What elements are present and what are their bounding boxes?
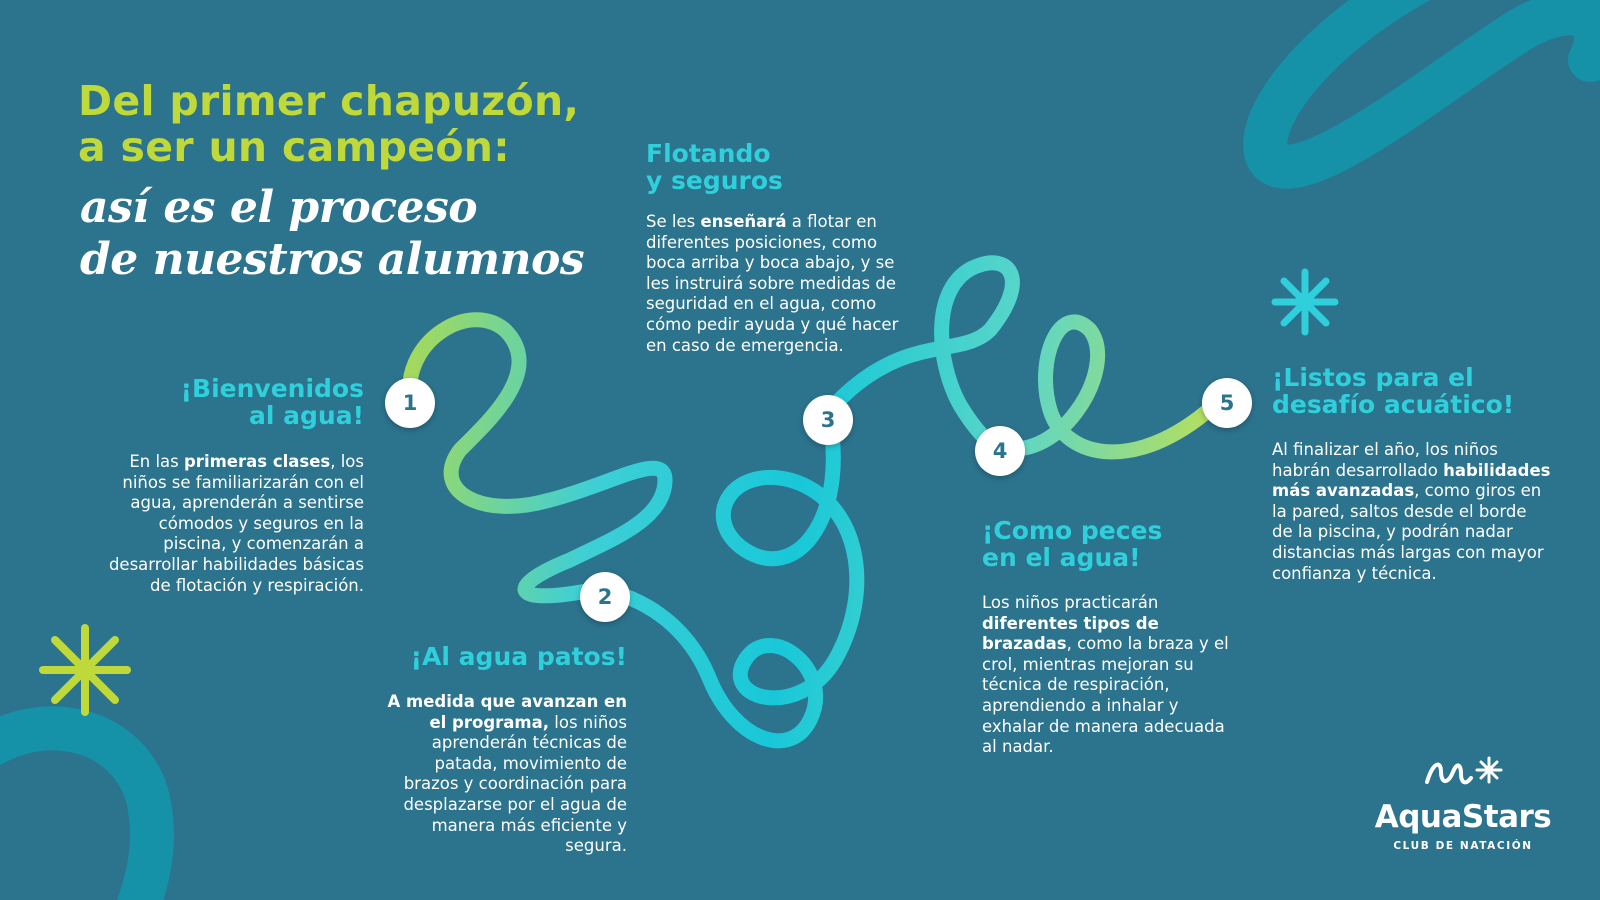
emphasis-text: primeras clases xyxy=(184,452,331,471)
step-4-marker: 4 xyxy=(975,426,1025,476)
logo-subtitle: CLUB DE NATACIÓN xyxy=(1393,840,1533,852)
corner-swirl-top-right xyxy=(1243,0,1600,189)
body-text: los niños aprenderán técnicas de patada,… xyxy=(403,712,627,856)
step-2-heading-line-1: ¡Al agua patos! xyxy=(410,642,627,671)
step-5-heading-line-2: desafío acuático! xyxy=(1272,390,1515,419)
body-text: En las xyxy=(129,452,184,471)
logo-name: AquaStars xyxy=(1374,799,1552,835)
emphasis-text: enseñará xyxy=(700,212,787,231)
step-4-description: Los niños practicarán diferentes tipos d… xyxy=(982,593,1244,758)
corner-swirl-bottom-left xyxy=(0,706,174,900)
body-text: , los niños se familiarizarán con el agu… xyxy=(108,452,364,595)
body-text: , como la braza y el crol, mientras mejo… xyxy=(982,634,1229,757)
step-3-heading-line-2: y seguros xyxy=(646,166,783,195)
logo-wave-star-icon xyxy=(1425,756,1503,785)
subtitle-line-1: así es el proceso xyxy=(80,182,478,233)
star-icon-bottom-left xyxy=(39,624,131,716)
page-subtitle: así es el proceso de nuestros alumnos xyxy=(80,182,585,286)
step-4-heading-line-2: en el agua! xyxy=(982,543,1141,572)
body-text: Los niños practicarán xyxy=(982,593,1159,612)
body-text: , como giros en la pared, saltos desde e… xyxy=(1272,481,1544,583)
emphasis-text: habilidades más avanzadas xyxy=(1272,460,1551,501)
subtitle-line-2: de nuestros alumnos xyxy=(80,234,585,285)
page-title: Del primer chapuzón, a ser un campeón: xyxy=(78,78,579,170)
step-5-heading: ¡Listos para el desafío acuático! xyxy=(1272,364,1572,418)
step-3-marker: 3 xyxy=(803,395,853,445)
body-text: Se les xyxy=(646,212,701,231)
step-5-description: Al finalizar el año, los niños habrán de… xyxy=(1272,440,1552,584)
star-icon-right xyxy=(1271,268,1339,336)
emphasis-text: A medida que avanzan en el programa, xyxy=(387,692,627,732)
step-1-heading-line-1: ¡Bienvenidos xyxy=(180,374,364,403)
step-2-marker: 2 xyxy=(580,572,630,622)
title-line-2: a ser un campeón: xyxy=(78,123,510,171)
step-1-heading-line-2: al agua! xyxy=(249,401,364,430)
body-text: a flotar en diferentes posiciones, como … xyxy=(646,212,899,355)
emphasis-text: diferentes tipos de brazadas xyxy=(982,613,1159,654)
step-3-heading-line-1: Flotando xyxy=(646,139,771,168)
step-1-marker: 1 xyxy=(385,378,435,428)
title-line-1: Del primer chapuzón, xyxy=(78,77,580,125)
step-3-description: Se les enseñará a flotar en diferentes p… xyxy=(646,212,908,356)
aquastars-logo: AquaStars CLUB DE NATACIÓN xyxy=(1368,752,1558,852)
step-1-description: En las primeras clases, los niños se fam… xyxy=(104,452,364,596)
step-5-heading-line-1: ¡Listos para el xyxy=(1272,363,1474,392)
step-4-heading: ¡Como peces en el agua! xyxy=(982,517,1262,571)
step-2-heading: ¡Al agua patos! xyxy=(370,643,627,670)
step-4-heading-line-1: ¡Como peces xyxy=(982,516,1163,545)
step-2-description: A medida que avanzan en el programa, los… xyxy=(379,692,627,857)
step-1-heading: ¡Bienvenidos al agua! xyxy=(130,375,364,429)
step-3-heading: Flotando y seguros xyxy=(646,140,906,194)
body-text: Al finalizar el año, los niños habrán de… xyxy=(1272,440,1498,480)
step-5-marker: 5 xyxy=(1202,378,1252,428)
